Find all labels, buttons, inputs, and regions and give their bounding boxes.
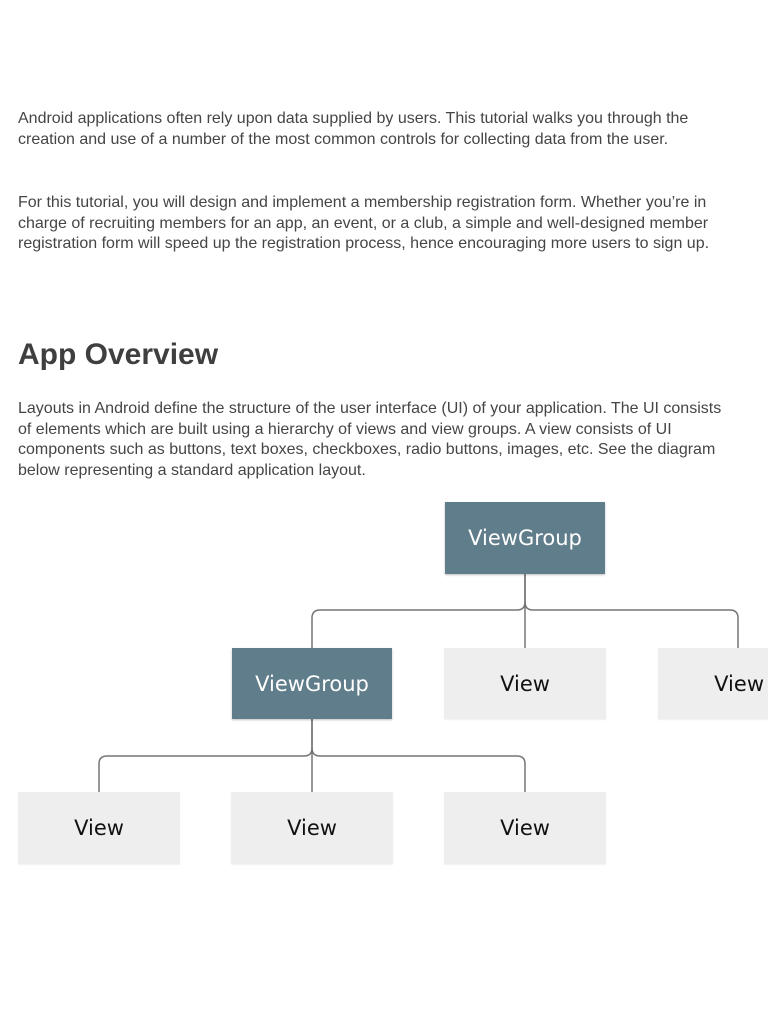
node-label: View — [74, 816, 124, 840]
root-viewgroup-node: ViewGroup — [445, 502, 605, 574]
node-label: ViewGroup — [255, 671, 369, 696]
view-hierarchy-diagram: ViewGroup ViewGroup View View View View … — [0, 490, 768, 880]
view-node: View — [231, 792, 393, 864]
connector-group-right — [311, 747, 526, 792]
node-label: ViewGroup — [468, 526, 582, 550]
node-label: View — [287, 816, 337, 840]
diagram-connectors — [98, 574, 739, 792]
connector-root-trunk — [311, 574, 526, 648]
child-viewgroup-node: ViewGroup — [232, 648, 392, 719]
node-label: View — [500, 671, 550, 696]
connector-group-trunk — [98, 718, 313, 792]
node-label: View — [500, 816, 550, 840]
view-node: View — [18, 792, 180, 864]
intro-paragraph-2: For this tutorial, you will design and i… — [18, 194, 710, 252]
view-node: View — [444, 792, 606, 864]
node-label: View — [714, 671, 764, 696]
connector-root-right — [524, 601, 739, 648]
view-node: View — [658, 648, 768, 719]
section-heading: App Overview — [18, 338, 219, 371]
section-paragraph: Layouts in Android define the structure … — [18, 400, 722, 479]
view-node: View — [444, 648, 606, 719]
intro-paragraph-1: Android applications often rely upon dat… — [18, 110, 689, 148]
